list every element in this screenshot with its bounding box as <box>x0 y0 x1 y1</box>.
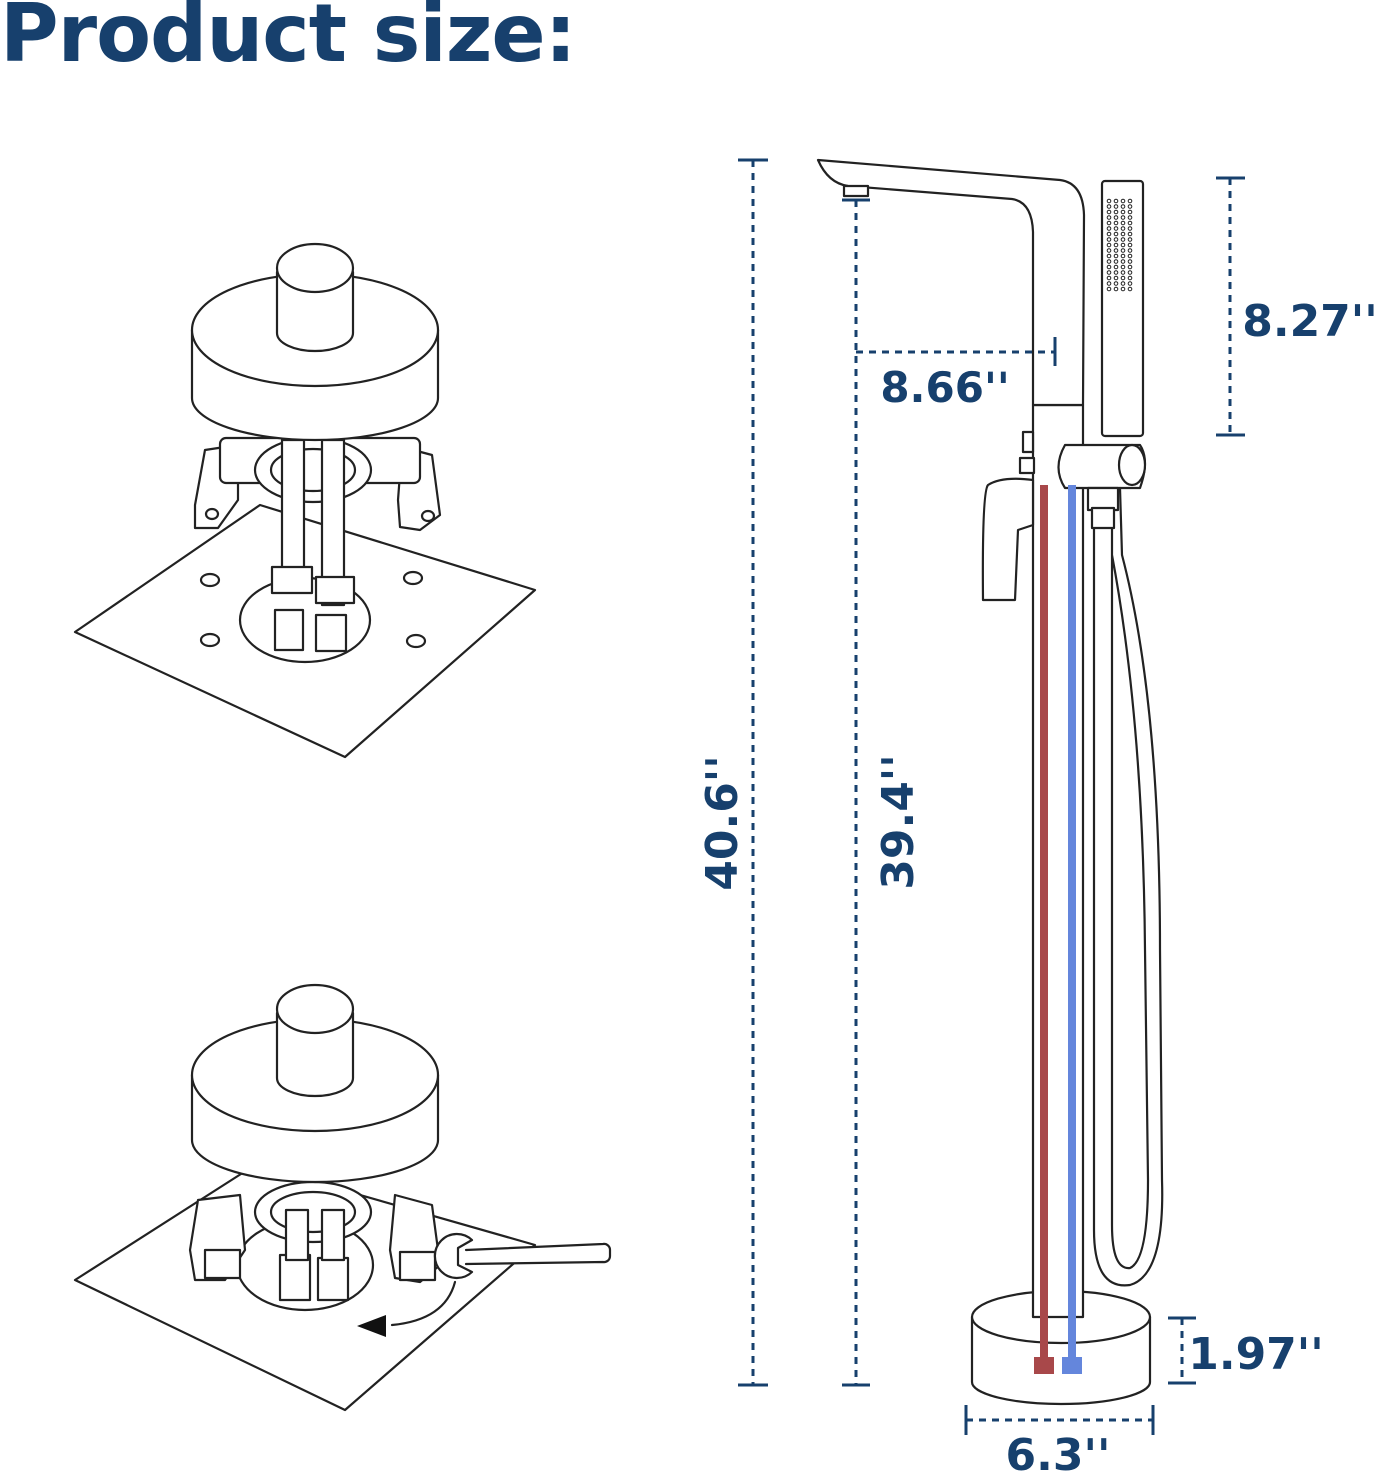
arrow-head-icon <box>357 1315 386 1337</box>
dimension-lines <box>738 158 1245 1435</box>
cold-water-line <box>1068 485 1076 1365</box>
handshower-height-label: 8.27'' <box>1242 296 1378 347</box>
base-height-label: 1.97'' <box>1188 1329 1324 1380</box>
page-title: Product size: <box>0 0 577 80</box>
base-diameter-label: 6.3'' <box>1006 1430 1111 1476</box>
total-height-label: 40.6'' <box>697 755 748 891</box>
hot-water-connector <box>1034 1357 1054 1374</box>
rotate-arrow-icon <box>390 1280 457 1327</box>
shower-nozzle-icon <box>1106 198 1133 292</box>
installation-step-1-illustration <box>73 242 537 759</box>
spout-reach-label: 8.66'' <box>880 363 1009 412</box>
cold-water-connector <box>1062 1357 1082 1374</box>
faucet-product-drawing <box>816 158 1164 1406</box>
hot-water-line <box>1040 485 1048 1365</box>
wrench-icon <box>433 1232 612 1280</box>
installation-step-2-illustration <box>73 983 612 1412</box>
spout-height-label: 39.4'' <box>873 754 924 890</box>
